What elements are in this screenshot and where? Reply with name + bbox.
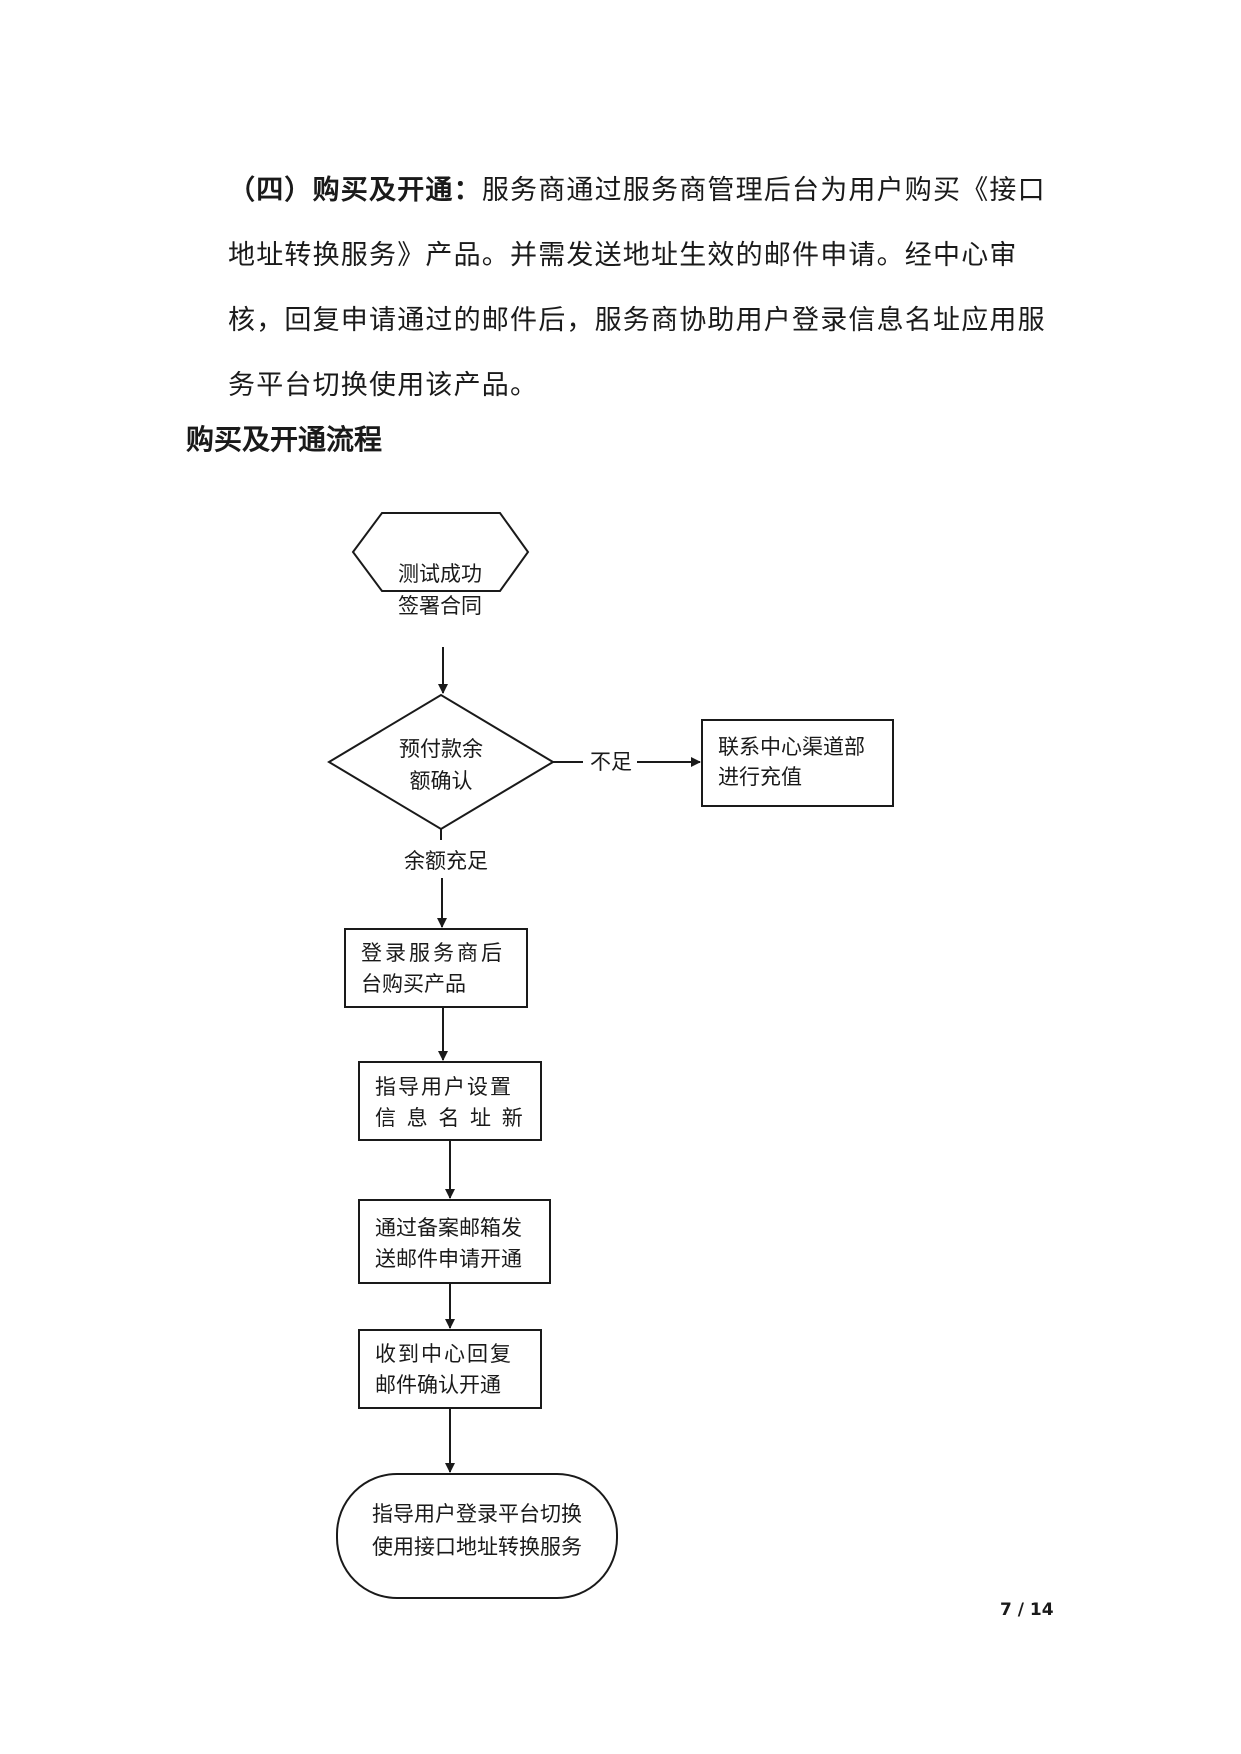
step1-label-2: 台购买产品 — [361, 972, 466, 996]
recharge-label-2: 进行充值 — [718, 765, 802, 789]
end-label-2: 使用接口地址转换服务 — [372, 1535, 582, 1559]
recharge-label-1: 联系中心渠道部 — [718, 735, 865, 759]
branch-yes-label: 余额充足 — [404, 849, 488, 873]
step2-label-1: 指导用户设置 — [375, 1075, 513, 1099]
step2-label-2: 信 息 名 址 新 — [375, 1106, 525, 1130]
step3-label-2: 送邮件申请开通 — [375, 1247, 522, 1271]
section-title: 购买及开通流程 — [186, 423, 383, 456]
paragraph-body: 服务商通过服务商管理后台为用户购买《接口地址转换服务》产品。并需发送地址生效的邮… — [228, 175, 1046, 401]
branch-no-label: 不足 — [590, 750, 632, 774]
start-hexagon — [351, 512, 530, 592]
step3-box — [358, 1199, 551, 1284]
intro-paragraph: （四）购买及开通：服务商通过服务商管理后台为用户购买《接口地址转换服务》产品。并… — [228, 158, 1056, 418]
end-terminator — [336, 1473, 618, 1599]
decision-label-1: 预付款余 — [399, 737, 483, 761]
step1-box — [344, 928, 528, 1008]
recharge-box — [701, 719, 894, 807]
end-label-1: 指导用户登录平台切换 — [372, 1502, 582, 1526]
step3-label-1: 通过备案邮箱发 — [375, 1216, 522, 1240]
step2-box — [358, 1061, 542, 1141]
start-label-2: 签署合同 — [398, 594, 482, 618]
step1-label-1: 登录服务商后 — [361, 941, 505, 965]
page-number: 7 / 14 — [1000, 1600, 1054, 1620]
paragraph-lead: （四）购买及开通： — [228, 175, 482, 206]
start-label-1: 测试成功 — [398, 562, 482, 586]
decision-label-2: 额确认 — [410, 769, 473, 793]
step4-label-2: 邮件确认开通 — [375, 1373, 501, 1397]
decision-diamond — [327, 693, 555, 831]
step4-label-1: 收到中心回复 — [375, 1342, 513, 1366]
